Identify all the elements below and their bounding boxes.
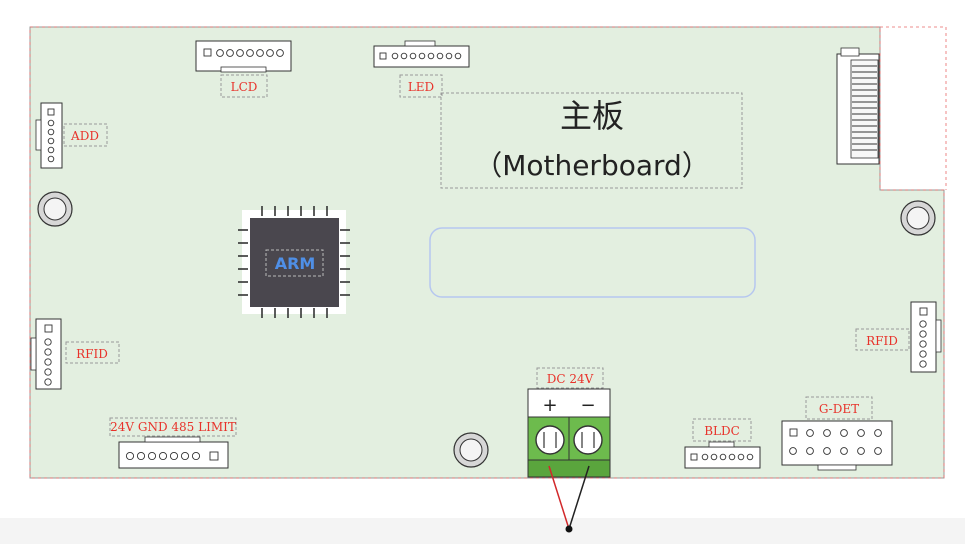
display-window xyxy=(429,227,756,298)
power-limit-label: 24V GND 485 LIMIT xyxy=(110,420,236,434)
power-limit-connector xyxy=(118,436,229,469)
motherboard xyxy=(29,26,947,479)
lcd-connector xyxy=(195,40,292,73)
bldc-label: BLDC xyxy=(704,424,740,438)
title-box: 主板 （Motherboard） xyxy=(440,92,743,189)
board-title-en: （Motherboard） xyxy=(474,149,710,182)
arm-chip: ARM xyxy=(238,206,350,318)
rfid-right-label: RFID xyxy=(866,334,898,348)
rfid-left-connector xyxy=(30,318,62,390)
bldc-connector xyxy=(684,441,761,469)
power-wires xyxy=(548,465,590,533)
mounting-hole-right xyxy=(900,200,936,236)
led-label: LED xyxy=(408,80,434,94)
mounting-hole-left xyxy=(37,191,73,227)
arm-label: ARM xyxy=(275,254,316,273)
terminal-minus: − xyxy=(580,395,595,416)
dc-terminal: + − xyxy=(527,388,611,478)
dc-label: DC 24V xyxy=(547,372,594,386)
board-title-cn: 主板 xyxy=(560,97,624,135)
add-connector xyxy=(35,102,63,169)
rfid-left-label: RFID xyxy=(76,347,108,361)
bottom-strip xyxy=(0,518,965,544)
mounting-hole-bottom xyxy=(453,432,489,468)
fpc-connector xyxy=(836,47,880,165)
terminal-plus: + xyxy=(542,395,557,416)
gdet-label: G-DET xyxy=(819,402,859,416)
lcd-label: LCD xyxy=(231,80,258,94)
led-connector xyxy=(373,40,470,68)
rfid-right-connector xyxy=(910,301,942,373)
add-label: ADD xyxy=(70,129,99,143)
gdet-connector xyxy=(781,420,893,471)
